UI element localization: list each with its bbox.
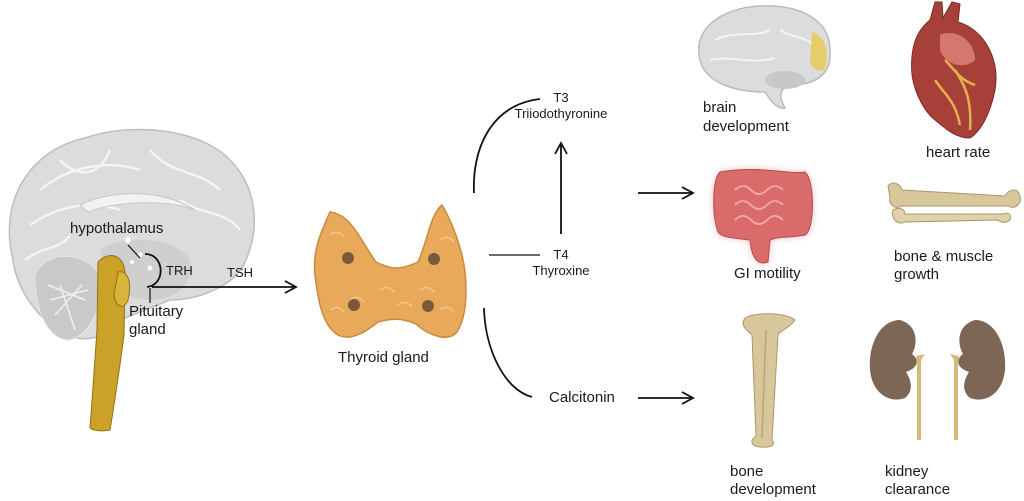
pituitary-label-line2: gland [129, 321, 166, 338]
target-kidney-line1: kidney [885, 463, 929, 480]
hypothalamus-label: hypothalamus [70, 220, 164, 237]
t4-name-label: Thyroxine [532, 263, 590, 278]
target-heart-label: heart rate [926, 144, 991, 161]
target-brain-line2: development [703, 118, 789, 135]
target-bone-muscle-line1: bone & muscle [894, 248, 994, 265]
t3-connector [473, 98, 541, 194]
bone-muscle-icon [887, 182, 1021, 224]
t3-name-label: Triiodothyronine [514, 106, 608, 121]
thyroid-gland-label: Thyroid gland [338, 349, 429, 366]
target-gi-label: GI motility [734, 265, 801, 282]
calcitonin-connector [483, 307, 533, 398]
t4-code-label: T4 [553, 247, 569, 262]
target-bone-dev-line1: bone [730, 463, 764, 480]
brain-development-icon [697, 5, 831, 109]
thyroid-illustration [313, 203, 467, 338]
sagittal-brain-illustration [8, 128, 256, 432]
bone-development-icon [742, 313, 796, 448]
target-bone-dev-line2: development [730, 481, 816, 498]
pituitary-label-line1: Pituitary [129, 303, 184, 320]
kidney-icon [869, 320, 1006, 440]
trh-label: TRH [166, 263, 193, 278]
target-bone-muscle-line2: growth [894, 266, 940, 283]
heart-icon [911, 1, 997, 139]
target-brain-line1: brain [703, 99, 737, 116]
brain-annotations [127, 244, 162, 303]
gi-tract-icon [713, 168, 813, 264]
calcitonin-label: Calcitonin [549, 389, 615, 406]
target-kidney-line2: clearance [885, 481, 951, 498]
tsh-label: TSH [227, 265, 253, 280]
t3-code-label: T3 [553, 90, 569, 105]
